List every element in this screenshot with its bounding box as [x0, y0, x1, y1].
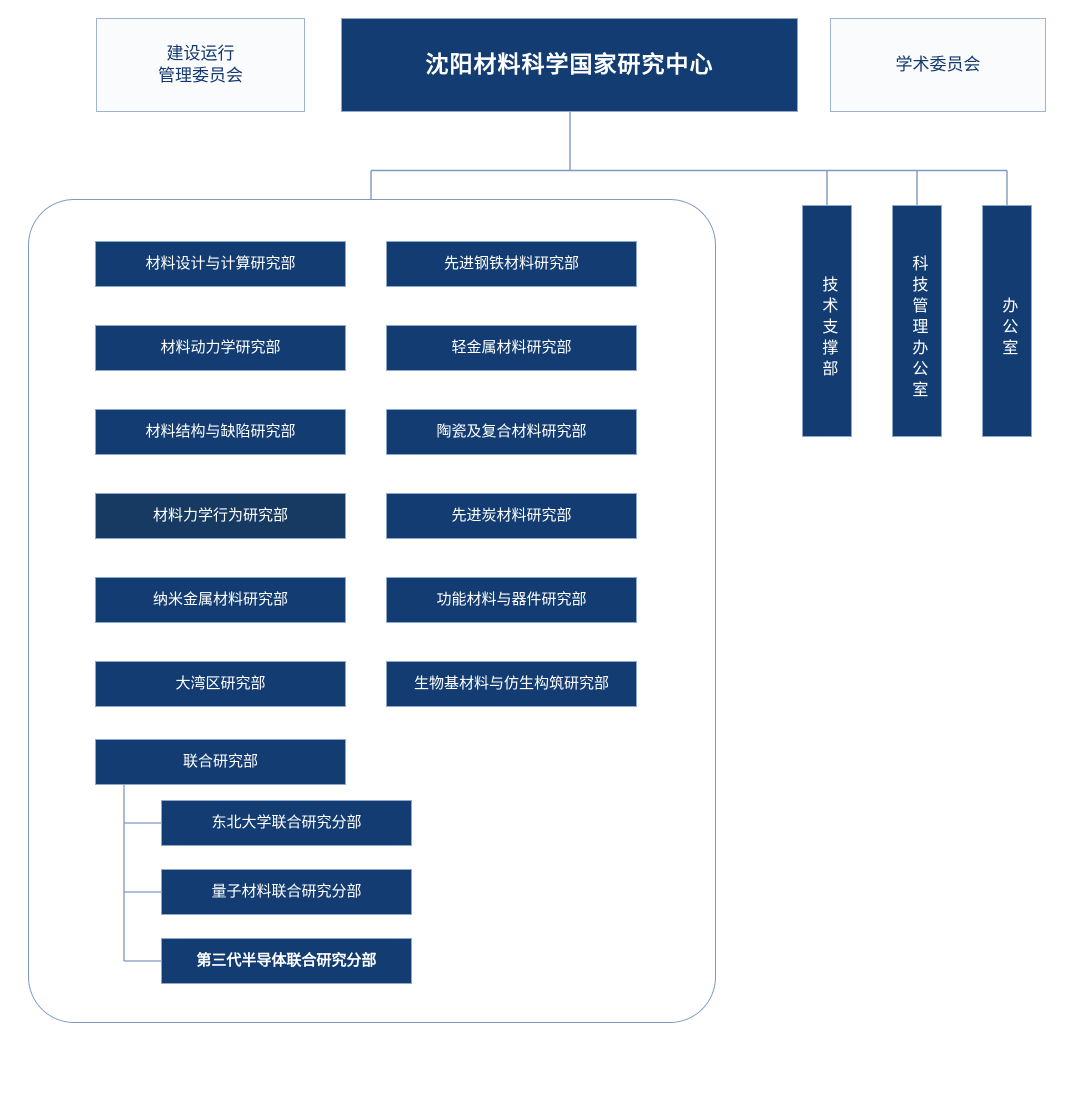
- department-label: 先进炭材料研究部: [451, 507, 572, 525]
- committee-right-label: 学术委员会: [895, 54, 981, 74]
- department-box[interactable]: 先进钢铁材料研究部: [386, 241, 637, 287]
- office-label-2: 办公室: [999, 296, 1017, 360]
- department-label: 功能材料与器件研究部: [436, 591, 587, 609]
- page-title: 沈阳材料科学国家研究中心: [425, 51, 714, 78]
- department-label: 大湾区研究部: [175, 675, 266, 693]
- committee-left-label: 建设运行 管理委员会: [158, 43, 243, 85]
- center-title-box[interactable]: 沈阳材料科学国家研究中心: [341, 18, 798, 112]
- department-box[interactable]: 生物基材料与仿生构筑研究部: [386, 661, 637, 707]
- department-box[interactable]: 陶瓷及复合材料研究部: [386, 409, 637, 455]
- office-box-science-tech-management[interactable]: 科技管理办公室: [892, 205, 942, 437]
- office-box-technical-support[interactable]: 技术支撑部: [802, 205, 852, 437]
- department-box[interactable]: 材料设计与计算研究部: [95, 241, 346, 287]
- department-box[interactable]: 先进炭材料研究部: [386, 493, 637, 539]
- department-label: 纳米金属材料研究部: [152, 591, 288, 609]
- department-label: 材料动力学研究部: [160, 339, 281, 357]
- office-box-general-office[interactable]: 办公室: [982, 205, 1032, 437]
- department-box[interactable]: 纳米金属材料研究部: [95, 577, 346, 623]
- department-box[interactable]: 材料结构与缺陷研究部: [95, 409, 346, 455]
- department-box[interactable]: 功能材料与器件研究部: [386, 577, 637, 623]
- sub-department-label: 第三代半导体联合研究分部: [196, 952, 377, 970]
- department-label: 陶瓷及复合材料研究部: [436, 423, 587, 441]
- department-label: 生物基材料与仿生构筑研究部: [413, 675, 609, 693]
- sub-department-box[interactable]: 量子材料联合研究分部: [161, 869, 412, 915]
- department-label: 联合研究部: [182, 753, 258, 771]
- construction-operation-committee-box[interactable]: 建设运行 管理委员会: [96, 18, 305, 112]
- academic-committee-box[interactable]: 学术委员会: [830, 18, 1046, 112]
- department-label: 材料力学行为研究部: [152, 507, 288, 525]
- department-box[interactable]: 材料动力学研究部: [95, 325, 346, 371]
- sub-department-box[interactable]: 东北大学联合研究分部: [161, 800, 412, 846]
- office-label-0: 技术支撑部: [819, 275, 837, 381]
- department-box[interactable]: 大湾区研究部: [95, 661, 346, 707]
- department-label: 材料结构与缺陷研究部: [145, 423, 296, 441]
- office-label-1: 科技管理办公室: [909, 254, 927, 402]
- sub-department-label: 东北大学联合研究分部: [211, 814, 362, 832]
- department-box[interactable]: 轻金属材料研究部: [386, 325, 637, 371]
- department-label: 先进钢铁材料研究部: [443, 255, 579, 273]
- research-departments-container: [28, 199, 716, 1023]
- department-label: 材料设计与计算研究部: [145, 255, 296, 273]
- department-box[interactable]: 材料力学行为研究部: [95, 493, 346, 539]
- sub-department-box[interactable]: 第三代半导体联合研究分部: [161, 938, 412, 984]
- department-box-joint-research[interactable]: 联合研究部: [95, 739, 346, 785]
- department-label: 轻金属材料研究部: [451, 339, 572, 357]
- sub-department-label: 量子材料联合研究分部: [211, 883, 362, 901]
